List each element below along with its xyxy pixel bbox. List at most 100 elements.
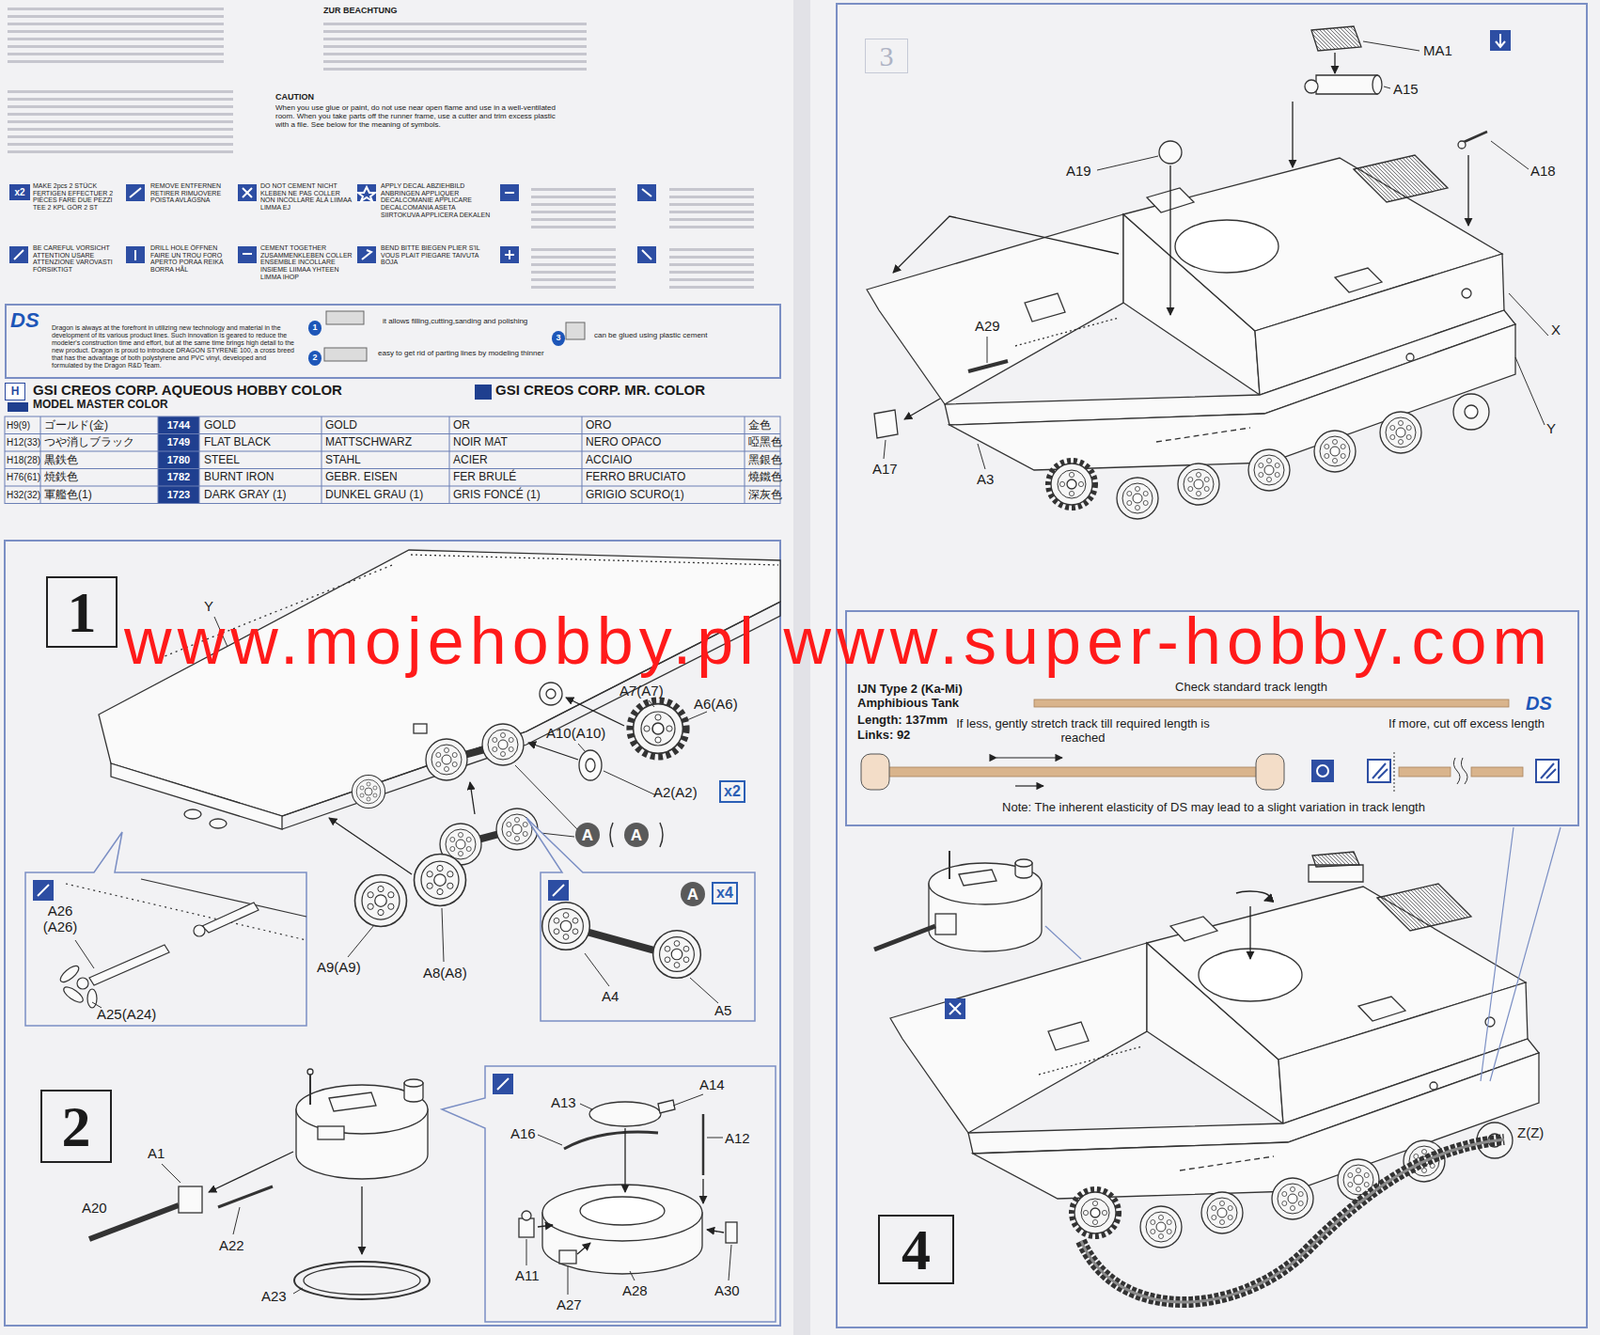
part-number: A17 — [872, 460, 898, 477]
box-label: A — [687, 886, 699, 903]
track-gauge — [861, 753, 890, 790]
symbol-glyph — [361, 250, 372, 260]
note-text: Check standard track length — [1157, 680, 1346, 695]
step-number: 4 — [878, 1214, 955, 1285]
assembly-arrow — [565, 697, 625, 726]
turret — [329, 1092, 377, 1112]
tank-hull — [890, 883, 1539, 1248]
note-text: easy to get rid of parting lines by mode… — [377, 348, 604, 358]
track-links: Links: 92 — [857, 728, 910, 743]
note-text: Note: The inherent elasticity of DS may … — [865, 800, 1562, 816]
step3-parts — [968, 360, 1008, 372]
box-label: x2 — [14, 188, 25, 198]
step-circle: 3 — [551, 330, 565, 346]
part-number: Z(Z) — [1517, 1124, 1544, 1141]
table-cell: H32(32) — [6, 489, 41, 502]
paint-icon — [1490, 30, 1511, 51]
leader-line — [347, 925, 375, 957]
leader-line — [883, 439, 886, 459]
step1-hull — [184, 809, 202, 819]
leader-line — [580, 1103, 593, 1110]
step1-hull — [355, 875, 408, 927]
part-number: A22 — [219, 1237, 245, 1254]
step3-parts — [1458, 141, 1466, 149]
part-number: Y — [1546, 420, 1556, 437]
detail-inset — [526, 817, 755, 1021]
step1-hull — [585, 758, 596, 772]
step3-parts — [1311, 26, 1362, 51]
propeller-detail — [58, 962, 82, 985]
bracket — [610, 822, 663, 848]
box-label: 2 — [62, 1097, 92, 1156]
leader-line — [233, 1207, 240, 1235]
step-number: 3 — [864, 38, 909, 74]
step4-parts — [935, 913, 957, 935]
turret-detail — [518, 1218, 534, 1238]
part-number: A19 — [1066, 162, 1092, 179]
small-print — [669, 184, 754, 230]
symbol-icon — [9, 246, 29, 264]
table-cell: 焼鉄色 — [44, 470, 79, 485]
no-cement-icon — [944, 998, 966, 1020]
table-cell: H18(28) — [6, 454, 41, 467]
paint-icon — [552, 884, 565, 896]
small-print — [531, 184, 616, 230]
box-label: A — [630, 827, 643, 844]
leader-line — [883, 41, 1549, 470]
table-cell: OR — [453, 419, 471, 433]
table-cell: 燒鐵色 — [748, 470, 783, 485]
table-cell: BURNT IRON — [203, 470, 274, 485]
box-label: 2 — [312, 353, 317, 362]
turret — [218, 1186, 273, 1208]
leader-line — [75, 940, 95, 969]
callout-line — [1480, 827, 1561, 1082]
symbol-text: CEMENT TOGETHER ZUSAMMENKLEBEN COLLER EN… — [260, 244, 353, 281]
no-cement-icon — [949, 1003, 961, 1015]
bogie-detail — [542, 902, 702, 979]
propeller-detail — [77, 977, 89, 989]
paint-icon — [497, 1078, 509, 1090]
step1-hull — [439, 808, 538, 865]
box-label: 3 — [555, 333, 561, 343]
step1-hull — [579, 750, 602, 781]
table-cell: ACCIAIO — [585, 454, 632, 468]
part-number: A18 — [1530, 162, 1556, 179]
part-number: A30 — [714, 1282, 740, 1299]
mr-color-icon — [474, 384, 492, 400]
step4-parts — [1312, 851, 1360, 867]
small-print — [7, 7, 754, 292]
table-cell: DARK GRAY (1) — [203, 488, 287, 502]
table-cell: H76(61) — [6, 471, 41, 484]
leader-line — [728, 1244, 732, 1281]
part-number: A1 — [147, 1145, 165, 1161]
step1-hull — [414, 854, 467, 907]
track-gauge — [1453, 757, 1468, 785]
leader-line — [1383, 86, 1391, 89]
table-cell: 深灰色 — [748, 488, 783, 502]
step1-hull — [110, 763, 283, 830]
turret — [404, 1079, 424, 1087]
propeller-detail — [193, 925, 205, 937]
step4-parts — [1015, 859, 1033, 867]
table-cell: 軍艦色(1) — [44, 488, 93, 502]
assembly-arrow — [537, 1224, 553, 1227]
bogie-detail — [582, 930, 659, 952]
tank-hull — [866, 155, 1516, 519]
track-gauge — [1317, 765, 1329, 777]
ds-sketch — [324, 347, 367, 361]
table-cell: ACIER — [453, 454, 488, 468]
step4-parts — [874, 925, 936, 950]
box-label: A — [581, 827, 594, 844]
symbol-glyph — [358, 187, 376, 202]
step4-parts — [958, 869, 997, 886]
leader-line — [1363, 41, 1420, 51]
step1-hull — [410, 554, 779, 565]
step4-parts — [928, 862, 1042, 905]
propeller-detail — [89, 944, 170, 986]
table-cell: GRIGIO SCURO(1) — [585, 488, 685, 502]
step-circle: 2 — [308, 350, 322, 366]
color-table — [4, 434, 781, 487]
assembly-arrow — [702, 1178, 704, 1204]
turret-detail — [518, 1099, 738, 1274]
turret — [307, 1068, 314, 1075]
